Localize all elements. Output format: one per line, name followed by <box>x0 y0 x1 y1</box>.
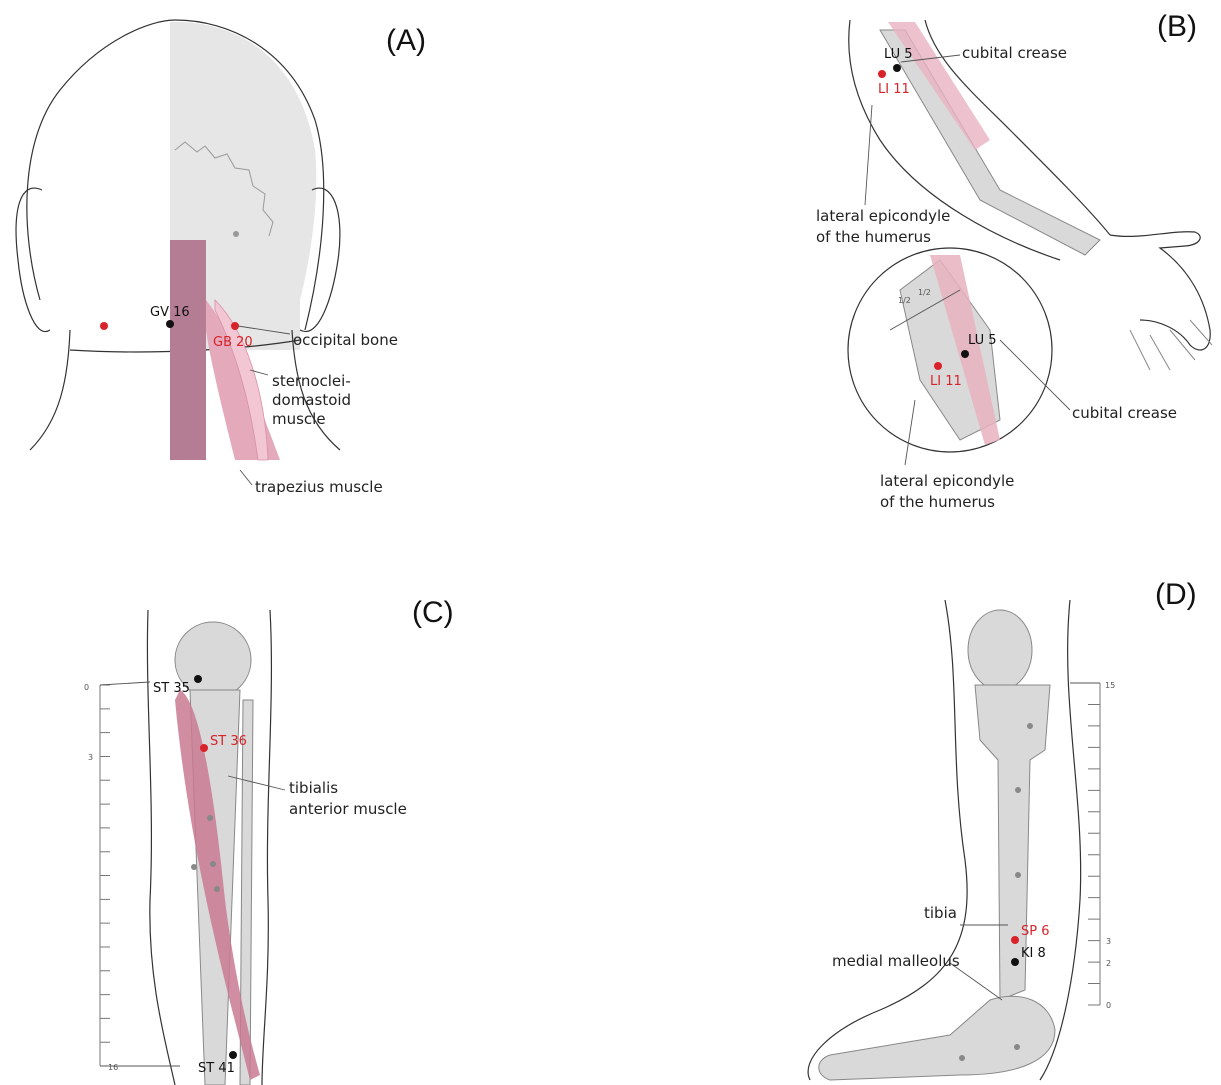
acupoint-mirror <box>100 322 108 330</box>
label-lu5-zoom: LU 5 <box>968 333 997 348</box>
label-st36: ST 36 <box>210 734 247 749</box>
left-ear <box>16 188 50 331</box>
label-half-1: 1/2 <box>898 296 911 305</box>
panel-c-letter: (C) <box>412 596 454 629</box>
scale-c-0: 0 <box>84 683 89 692</box>
label-scm-1: sternoclei- <box>272 372 351 390</box>
label-epicondyle-zoom-2: of the humerus <box>880 493 995 511</box>
scale-d-0: 0 <box>1106 1001 1111 1010</box>
scale-d-3: 3 <box>1106 937 1111 946</box>
foot-point-2 <box>959 1055 965 1061</box>
acupoint-st36 <box>200 744 208 752</box>
panel-a-letter: (A) <box>386 24 426 57</box>
label-cubital-crease-zoom: cubital crease <box>1072 404 1177 422</box>
acupoint-st41 <box>229 1051 237 1059</box>
label-tibialis-2: anterior muscle <box>289 800 407 818</box>
label-lu5: LU 5 <box>884 47 913 62</box>
hand-outline <box>1110 232 1210 350</box>
label-gv16: GV 16 <box>150 305 190 320</box>
leg-d-outline-right <box>1040 600 1081 1080</box>
label-occipital-bone: occipital bone <box>293 331 398 349</box>
leg-d-point-2 <box>1015 787 1021 793</box>
panel-c: (C) 0 3 16 ST 35 ST 36 ST 41 tibialis an… <box>84 596 454 1085</box>
trapezius-leader <box>240 470 252 485</box>
acupoint-st35 <box>194 675 202 683</box>
label-cubital-crease: cubital crease <box>962 44 1067 62</box>
acupoint-lu5-zoom <box>961 350 969 358</box>
cervical-spine <box>170 240 206 460</box>
acupoint-gb20 <box>231 322 239 330</box>
label-sp6: SP 6 <box>1021 924 1050 939</box>
leg-d-point-1 <box>1027 723 1033 729</box>
neck-left <box>30 330 70 450</box>
label-epicondyle-1: lateral epicondyle <box>816 207 950 225</box>
label-scm-2: domastoid <box>272 391 351 409</box>
scale-c-16: 16 <box>108 1063 118 1072</box>
scale-c-3: 3 <box>88 753 93 762</box>
leg-outline-right <box>262 610 271 1085</box>
acupoint-ki8 <box>1011 958 1019 966</box>
label-epicondyle-2: of the humerus <box>816 228 931 246</box>
foot-point-1 <box>1014 1044 1020 1050</box>
acupoint-lu5 <box>893 64 901 72</box>
leg-point-1 <box>207 815 213 821</box>
panel-d-letter: (D) <box>1155 578 1197 611</box>
label-tibia: tibia <box>924 904 957 922</box>
label-half-2: 1/2 <box>918 288 931 297</box>
skull-marker-dot <box>233 231 239 237</box>
panel-b-letter: (B) <box>1157 10 1197 43</box>
leg-point-4 <box>214 886 220 892</box>
acupoint-sp6 <box>1011 936 1019 944</box>
panel-d: (D) 15 3 2 0 SP 6 KI 8 tibia medial mall… <box>808 578 1197 1080</box>
acupoint-gv16 <box>166 320 174 328</box>
scale-d-2: 2 <box>1106 959 1111 968</box>
panel-b: (B) LU 5 LI 11 cubital crease lateral ep… <box>816 10 1212 511</box>
scale-c-top-leader <box>100 682 150 685</box>
acupoint-li11 <box>878 70 886 78</box>
foot-bones <box>819 996 1055 1080</box>
scale-d-15: 15 <box>1105 681 1115 690</box>
label-gb20: GB 20 <box>213 335 253 350</box>
label-li11-zoom: LI 11 <box>930 374 962 389</box>
label-li11: LI 11 <box>878 82 910 97</box>
scale-d-ticks <box>1088 683 1100 1005</box>
label-trapezius: trapezius muscle <box>255 478 383 496</box>
leg-point-3 <box>210 861 216 867</box>
label-scm-3: muscle <box>272 410 326 428</box>
label-tibialis-1: tibialis <box>289 779 338 797</box>
knee-d-bone <box>968 610 1032 690</box>
scale-c-ticks <box>100 685 110 1066</box>
label-medial-malleolus: medial malleolus <box>832 952 960 970</box>
panel-a: (A) GV 16 GB 20 occipital bone sternocle… <box>16 20 426 496</box>
label-st35: ST 35 <box>153 681 190 696</box>
acupoint-li11-zoom <box>934 362 942 370</box>
label-st41: ST 41 <box>198 1061 235 1076</box>
leg-point-2 <box>191 864 197 870</box>
label-epicondyle-zoom-1: lateral epicondyle <box>880 472 1014 490</box>
label-ki8: KI 8 <box>1021 946 1046 961</box>
leg-d-point-3 <box>1015 872 1021 878</box>
leg-d-outline-left <box>808 600 967 1080</box>
